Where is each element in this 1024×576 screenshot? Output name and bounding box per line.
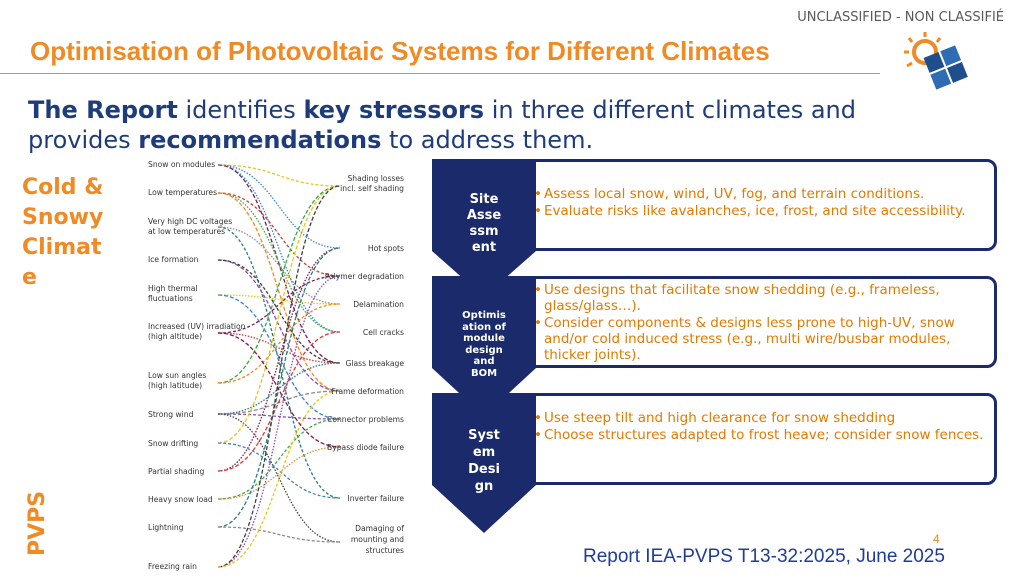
right-label-connector-problems: Connector problems <box>327 415 404 424</box>
right-label-cell-cracks: Cell cracks <box>363 328 404 337</box>
diagram-link <box>217 446 341 500</box>
site-assessment-label: Site Asse ssm ent <box>466 192 502 255</box>
page-number: 4 <box>933 532 940 546</box>
system-design-label: Syst em Desi gn <box>468 428 500 494</box>
diagram-link <box>217 526 341 543</box>
page-title: Optimisation of Photovoltaic Systems for… <box>30 36 770 66</box>
right-label-hot-spots: Hot spots <box>368 244 404 253</box>
left-label-heavy-snow-load: Heavy snow load <box>148 495 213 504</box>
right-label-shading-losses-2: incl. self shading <box>340 184 404 193</box>
left-label-ice-formation: Ice formation <box>148 255 199 264</box>
diagram-link <box>217 442 341 499</box>
left-label-strong-wind: Strong wind <box>148 410 194 419</box>
left-label-snow-drifting: Snow drifting <box>148 439 198 448</box>
solar-panel-logo-icon <box>904 32 968 90</box>
pvps-label: PVPS <box>25 490 50 556</box>
diagram-link <box>217 332 341 448</box>
site-assessment-chevron <box>432 159 536 297</box>
stressor-diagram: Snow on modules Low temperatures Very hi… <box>148 160 405 571</box>
right-label-inverter-failure: Inverter failure <box>347 494 404 503</box>
right-label-shading-losses-1: Shading losses <box>347 174 404 183</box>
left-label-uv-irradiation-2: (high altitude) <box>148 332 202 341</box>
site-assessment-bullet-1: Assess local snow, wind, UV, fog, and te… <box>534 186 989 202</box>
diagram-link <box>217 192 341 277</box>
module-design-bullet-1: Use designs that facilitate snow sheddin… <box>534 282 989 314</box>
module-design-chevron <box>432 276 536 416</box>
left-label-lightning: Lightning <box>148 523 184 532</box>
system-design-bullet-2: Choose structures adapted to frost heave… <box>534 427 989 443</box>
left-label-high-dc-voltages-2: at low temperatures <box>148 227 225 236</box>
diagram-link <box>217 390 341 568</box>
diagram-link <box>217 192 341 333</box>
right-label-damaging-2: mounting and <box>351 535 404 544</box>
subtitle-text-1: identifies <box>177 96 304 124</box>
right-label-damaging-1: Damaging of <box>355 524 404 533</box>
diagram-link <box>217 192 341 392</box>
right-label-damaging-3: structures <box>366 546 404 555</box>
diagram-link <box>217 259 341 392</box>
left-label-low-sun-angles-2: (high latitude) <box>148 381 202 390</box>
subtitle-text-3: to address them. <box>381 126 594 154</box>
left-label-low-sun-angles-1: Low sun angles <box>148 371 206 380</box>
left-label-partial-shading: Partial shading <box>148 467 204 476</box>
left-label-uv-irradiation-1: Increased (UV) irradiation <box>148 322 246 331</box>
module-design-label: Optimis ation of module design and BOM <box>462 310 506 379</box>
subtitle: The Report identifies key stressors in t… <box>28 95 908 155</box>
subtitle-report: The Report <box>28 96 178 124</box>
module-design-bullet-2: Consider components & designs less prone… <box>534 315 989 363</box>
diagram-link <box>217 294 341 420</box>
report-reference: Report IEA-PVPS T13-32:2025, June 2025 <box>583 546 945 567</box>
site-assessment-bullet-2: Evaluate risks like avalanches, ice, fro… <box>534 203 989 219</box>
title-divider <box>0 73 880 74</box>
right-label-delamination: Delamination <box>353 300 404 309</box>
left-label-thermal-fluctuations-1: High thermal <box>148 284 197 293</box>
diagram-link <box>217 331 341 472</box>
left-label-high-dc-voltages-1: Very high DC voltages <box>148 217 232 226</box>
system-design-box: Use steep tilt and high clearance for sn… <box>515 393 997 485</box>
system-design-chevron <box>432 393 536 533</box>
diagram-link <box>217 226 341 499</box>
diagram-link <box>217 164 341 187</box>
subtitle-text-2: in three different climates and provides <box>28 96 856 154</box>
system-design-bullet-1: Use steep tilt and high clearance for sn… <box>534 410 989 426</box>
diagram-link <box>217 185 341 568</box>
diagram-link <box>217 303 341 384</box>
diagram-link <box>217 332 341 364</box>
diagram-link <box>217 418 341 500</box>
diagram-link <box>217 294 341 305</box>
diagram-links <box>217 164 341 568</box>
site-assessment-box: Assess local snow, wind, UV, fog, and te… <box>515 159 997 251</box>
left-label-low-temperatures: Low temperatures <box>148 188 217 197</box>
subtitle-recommendations: recommendations <box>138 126 382 154</box>
left-label-thermal-fluctuations-2: fluctuations <box>148 294 193 303</box>
diagram-link <box>217 226 341 305</box>
climate-label: Cold & Snowy Climate <box>22 175 104 290</box>
diagram-link <box>217 164 341 333</box>
right-label-bypass-diode-failure: Bypass diode failure <box>327 443 404 452</box>
diagram-link <box>217 413 341 543</box>
right-label-glass-breakage: Glass breakage <box>346 359 405 368</box>
diagram-link <box>217 247 341 528</box>
left-label-freezing-rain: Freezing rain <box>148 562 197 571</box>
subtitle-key-stressors: key stressors <box>303 96 485 124</box>
diagram-link <box>217 185 341 384</box>
diagram-link <box>217 275 341 568</box>
diagram-link <box>217 362 341 415</box>
classification-label: UNCLASSIFIED - NON CLASSIFIÉ <box>797 10 1004 25</box>
diagram-link <box>217 259 341 364</box>
diagram-link <box>217 247 341 472</box>
left-label-snow-on-modules: Snow on modules <box>148 160 215 169</box>
diagram-link <box>217 413 341 420</box>
right-label-polymer-degradation: Polymer degradation <box>325 272 404 281</box>
module-design-box: Use designs that facilitate snow sheddin… <box>515 276 997 368</box>
diagram-link <box>217 185 341 444</box>
right-label-frame-deformation: Frame deformation <box>332 387 405 396</box>
